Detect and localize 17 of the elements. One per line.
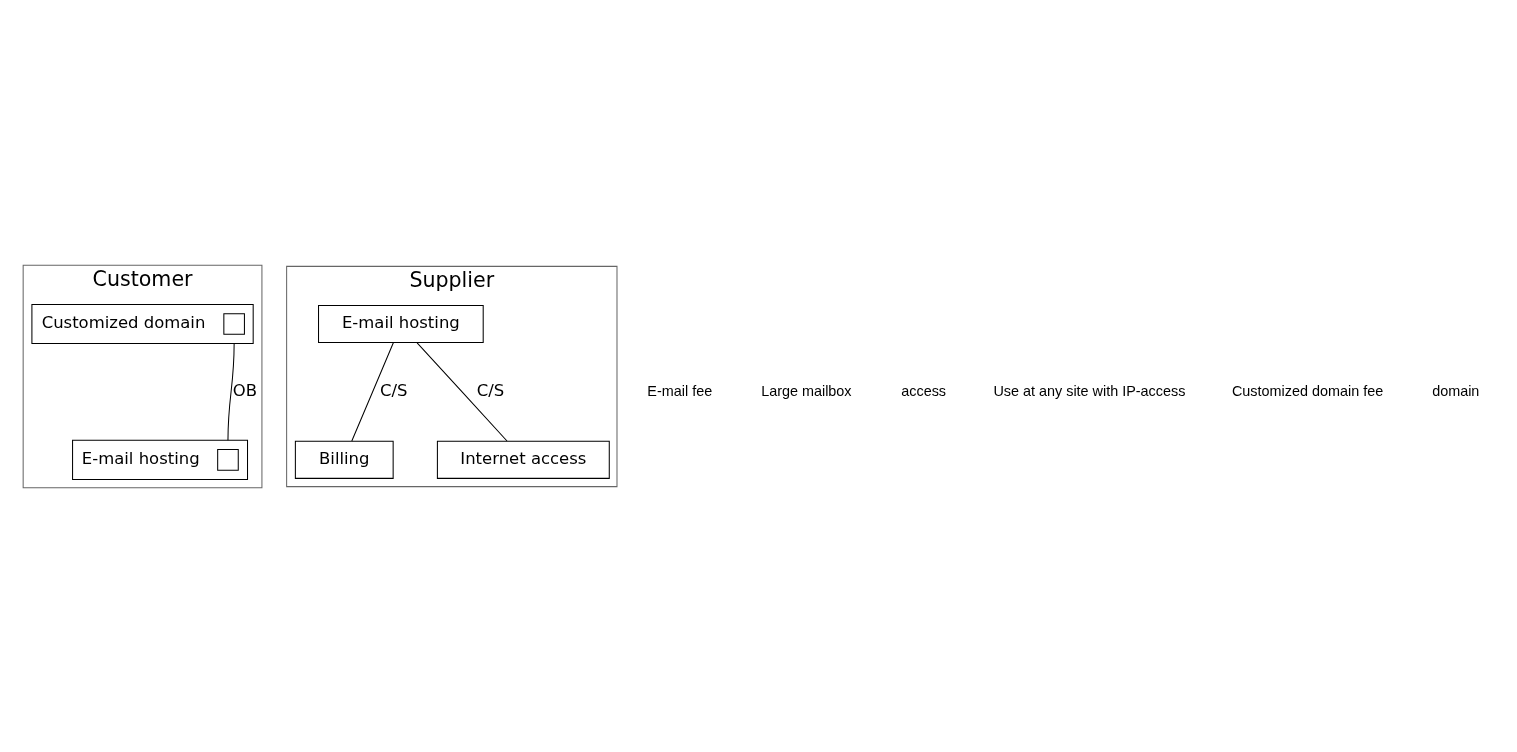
node-box: E-mail hosting [318, 304, 484, 343]
label: Use at any site with IP-access [993, 382, 1186, 399]
node-box: Internet access [436, 440, 610, 479]
edge-label: OB [232, 380, 258, 400]
edge-label: C/S [476, 380, 505, 400]
connector [227, 342, 235, 441]
node-box: Billing [294, 440, 394, 479]
label: Customized domain fee [1231, 382, 1384, 399]
edge-label: C/S [379, 380, 408, 400]
node-box: E-mail hosting [72, 439, 249, 480]
label: access [901, 382, 947, 399]
connector [351, 341, 394, 441]
label: Large mailbox [761, 382, 852, 399]
connector [416, 341, 508, 441]
label: domain [1432, 382, 1480, 399]
label: E-mail fee [647, 382, 713, 399]
node-box: Customized domain [31, 303, 254, 344]
